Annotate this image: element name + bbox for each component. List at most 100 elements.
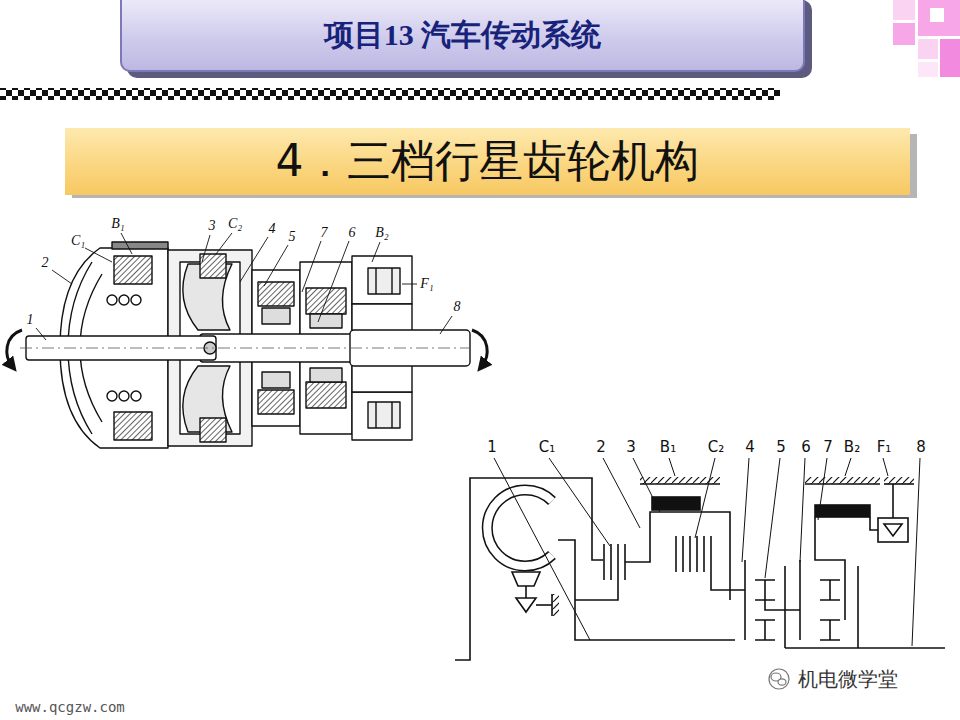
leader-line <box>742 458 749 562</box>
kinematic-schematic <box>696 536 698 572</box>
leader-line <box>633 458 660 512</box>
gearbox-cutaway <box>20 242 470 448</box>
gearbox-cutaway <box>258 390 294 414</box>
gearbox-cutaway <box>200 418 226 442</box>
callout-label: 7 <box>823 439 833 456</box>
gearbox-cutaway <box>310 368 342 382</box>
kinematic-schematic <box>640 477 720 484</box>
corner-squares <box>930 8 944 22</box>
kinematic-schematic <box>487 490 552 566</box>
callout-label: 7 <box>321 225 328 240</box>
header-bar: 项目13 汽车传动系统 <box>120 0 805 72</box>
corner-squares <box>893 0 960 77</box>
corner-squares <box>940 39 960 77</box>
kinematic-schematic <box>610 544 612 580</box>
callout-label: B₂ <box>844 439 860 456</box>
gearbox-cutaway <box>310 314 342 328</box>
gearbox-cutaway <box>375 268 376 294</box>
gearbox-cutaway <box>107 391 117 401</box>
gearbox-cutaway <box>114 412 152 440</box>
leader-line <box>695 458 715 538</box>
kinematic-schematic <box>487 490 552 566</box>
gearbox-cutaway <box>262 372 290 388</box>
checker-strip <box>0 88 780 100</box>
gearbox-cutaway <box>391 268 392 294</box>
gearbox-cutaway <box>368 402 400 428</box>
leader-line <box>440 316 452 334</box>
gearbox-cutaway <box>131 295 141 305</box>
leader-line <box>765 458 780 578</box>
title-band: 4．三档行星齿轮机构 <box>65 128 910 195</box>
kinematic-schematic <box>710 536 712 572</box>
watermark-icon <box>778 679 786 685</box>
leader-line <box>669 458 675 476</box>
kinematic-schematic <box>884 524 902 536</box>
leader-line <box>818 458 827 520</box>
corner-squares <box>918 39 938 59</box>
leader-line <box>883 458 888 476</box>
rotation-arrow <box>7 330 22 366</box>
leader-line <box>603 458 640 528</box>
callout-label: B₁ <box>111 216 124 231</box>
kinematic-schematic <box>805 477 880 484</box>
kinematic-schematic <box>525 586 527 598</box>
kinematic-schematic <box>820 620 840 640</box>
leader-line <box>800 458 805 562</box>
watermark: 机电微学堂 <box>798 668 898 690</box>
leader-line <box>549 458 610 546</box>
kinematic-schematic <box>516 598 536 612</box>
slide-header-text: 项目13 汽车传动系统 <box>324 15 602 56</box>
gearbox-cutaway <box>368 268 400 294</box>
kinematic-schematic <box>603 544 605 580</box>
leader-line <box>216 233 232 254</box>
watermark-url: www.qcgzw.com <box>15 700 125 715</box>
corner-squares <box>918 0 960 36</box>
watermark-icon <box>769 669 789 689</box>
callout-label: B₁ <box>660 439 676 456</box>
gearbox-cutaway <box>258 282 294 306</box>
callout-label: 3 <box>209 218 216 233</box>
leader-line <box>52 270 72 284</box>
gearbox-cutaway <box>26 336 216 360</box>
callout-label: 3 <box>626 439 636 456</box>
gearbox-cutaway <box>112 242 168 249</box>
kinematic-schematic <box>820 580 840 600</box>
kinematic-schematic <box>785 647 945 649</box>
leader-line <box>372 242 380 262</box>
gearbox-cutaway <box>352 392 412 440</box>
callout-label: 8 <box>916 439 926 456</box>
callout-label: 6 <box>349 225 356 240</box>
callout-label: F₁ <box>877 439 892 456</box>
gearbox-cutaway <box>391 402 392 428</box>
kinematic-schematic <box>625 512 730 600</box>
gearbox-cutaway <box>306 382 346 408</box>
gearbox-cutaway <box>352 256 412 304</box>
corner-squares <box>893 0 915 20</box>
leader-line <box>202 235 210 262</box>
callout-label: 8 <box>454 299 461 314</box>
leader-line <box>85 248 112 262</box>
gearbox-cutaway <box>20 348 470 349</box>
kinematic-schematic <box>755 580 775 600</box>
callout-label: 2 <box>596 439 606 456</box>
callout-label: 5 <box>289 229 296 244</box>
leader-line <box>494 458 920 646</box>
callout-label: 5 <box>776 439 786 456</box>
kinematic-schematic <box>884 477 914 484</box>
gearbox-cutaway <box>119 391 129 401</box>
leader-line <box>912 458 920 646</box>
callout-label: B₂ <box>375 225 388 240</box>
leader-line <box>402 284 417 285</box>
kinematic-schematic <box>799 560 801 640</box>
kinematic-schematic <box>689 536 691 572</box>
kinematic-schematic <box>455 477 945 660</box>
kinematic-schematic <box>455 478 603 660</box>
watermark-icon <box>769 669 789 689</box>
kinematic-schematic <box>512 572 540 586</box>
gearbox-cutaway <box>107 295 117 305</box>
corner-squares <box>918 62 938 77</box>
callout-label: C₁ <box>71 233 85 248</box>
kinematic-schematic <box>652 497 700 510</box>
